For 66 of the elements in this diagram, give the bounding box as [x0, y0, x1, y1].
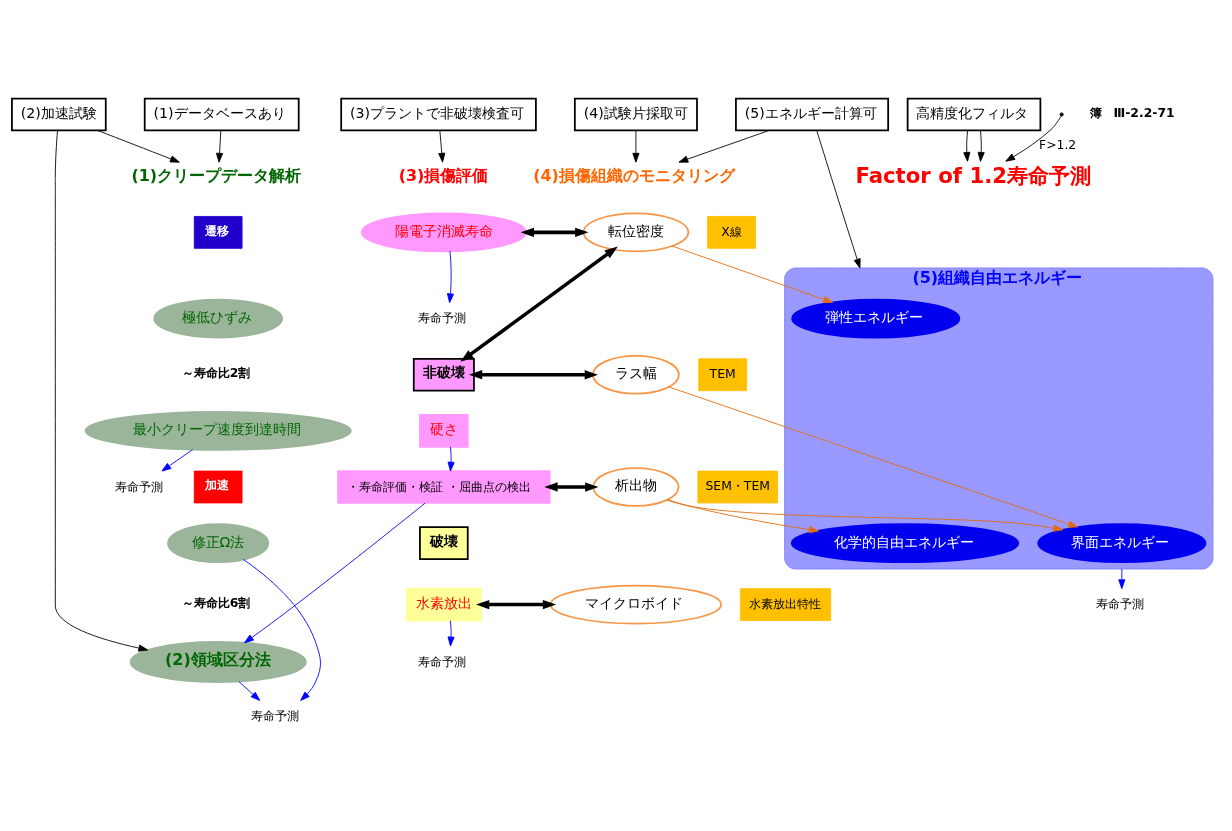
arrow	[666, 499, 1064, 532]
label: 簿 Ⅲ-2.2-71	[1089, 104, 1175, 120]
arrow	[97, 130, 180, 163]
node-ellipse: 最小クリープ速度到達時間	[84, 411, 352, 451]
node-label: X線	[721, 223, 742, 239]
node-box: (2)加速試験	[11, 97, 107, 132]
arrow	[447, 620, 455, 647]
node-box: 硬さ	[419, 414, 469, 448]
node-ellipse: 転位密度	[582, 212, 690, 253]
arrow	[1005, 115, 1062, 162]
arrow	[678, 130, 770, 163]
node-ellipse: ラス幅	[592, 354, 680, 395]
node-box: 非破壊	[412, 357, 475, 392]
node-box: (4)試験片採取可	[573, 97, 698, 132]
node-text: 寿命予測	[1096, 596, 1145, 612]
arrow	[963, 130, 971, 162]
arrow	[242, 558, 321, 701]
label: ～寿命比2割	[181, 365, 251, 381]
arrow	[161, 449, 194, 472]
arrow	[54, 130, 149, 652]
node-ellipse: マイクロボイド	[549, 584, 723, 625]
node-box: (5)エネルギー計算可	[735, 97, 890, 132]
node-box: 高精度化フィルタ	[906, 97, 1042, 132]
node-ellipse: 極低ひずみ	[153, 298, 283, 339]
arrow	[244, 502, 426, 644]
arrow	[447, 446, 455, 472]
label: 加速	[205, 477, 230, 493]
node-ellipse: 修正Ω法	[167, 523, 270, 563]
node-text: 寿命予測	[418, 653, 467, 669]
node-text: (4)損傷組織のモニタリング	[533, 166, 735, 186]
arrow	[460, 246, 618, 362]
arrow	[671, 245, 833, 303]
node-label: TEM	[709, 366, 736, 382]
label: ～寿命比6割	[181, 594, 251, 610]
node-ellipse: 陽電子消滅寿命	[360, 212, 527, 253]
edge-label: F>1.2	[1039, 137, 1077, 153]
arrow	[446, 250, 454, 304]
arrow	[216, 130, 224, 163]
node-box: (1)データベースあり	[143, 97, 300, 132]
node-label: 水素放出特性	[749, 595, 822, 611]
arrow	[977, 130, 985, 162]
arrow	[238, 681, 261, 701]
arrow	[632, 130, 640, 163]
node-box: 水素放出	[405, 587, 482, 622]
node-text: 寿命予測	[114, 478, 163, 494]
arrow	[667, 499, 819, 534]
node-text: (3)損傷評価	[398, 166, 489, 186]
node-label: SEM・TEM	[705, 478, 770, 494]
arrow	[544, 482, 599, 492]
arrow	[468, 370, 598, 380]
arrow	[520, 227, 589, 238]
arrow	[668, 386, 1078, 528]
node-box: ・寿命評価・検証 ・屈曲点の検出	[337, 470, 551, 504]
node-text: 寿命予測	[250, 708, 299, 724]
node-text: Factor of 1.2寿命予測	[855, 162, 1092, 188]
arrow	[476, 599, 557, 610]
node-ellipse: (2)領域区分法	[129, 640, 307, 683]
arrow	[816, 130, 861, 269]
node-text: 寿命予測	[418, 310, 467, 326]
node-ellipse: 析出物	[592, 467, 680, 507]
node-text: (1)クリープデータ解析	[131, 166, 302, 186]
node-box: (3)プラントで非破壊検査可	[340, 97, 537, 132]
arrow	[438, 130, 446, 163]
label: 遷移	[205, 222, 230, 238]
arrow	[1118, 568, 1126, 590]
node-box: 破壊	[419, 526, 469, 560]
